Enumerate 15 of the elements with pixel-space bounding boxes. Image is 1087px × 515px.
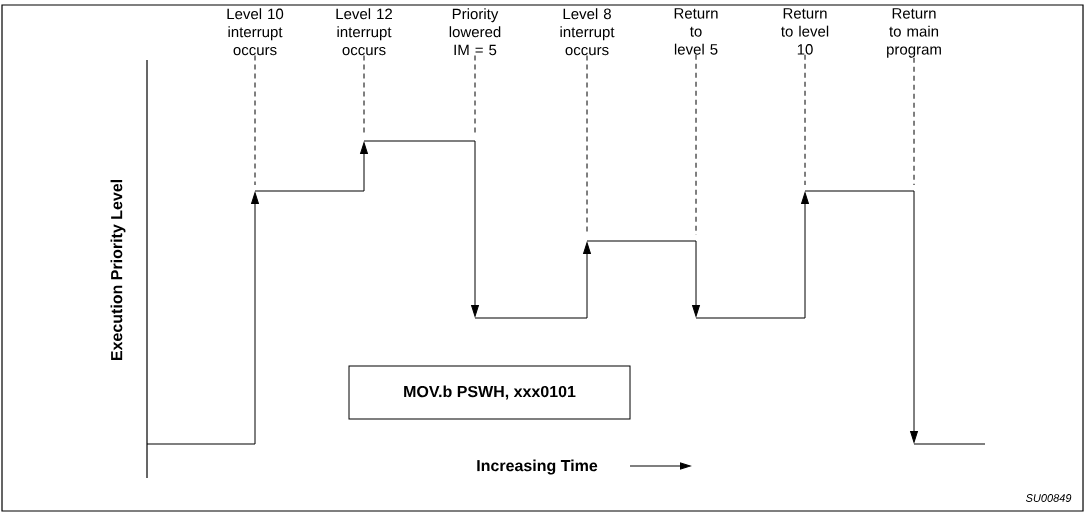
- leader-line: [695, 54, 697, 236]
- event-label: Priority lowered IM = 5: [449, 8, 501, 56]
- leader-line: [804, 54, 806, 186]
- event-label: Return to level 5: [674, 8, 718, 55]
- event-label: Level 12 interrupt occurs: [336, 8, 392, 56]
- figure-code: SU00849: [1025, 494, 1072, 502]
- event-label: Level 10 interrupt occurs: [227, 8, 284, 56]
- axis-title: Increasing Time: [477, 459, 598, 475]
- leader-line: [913, 57, 915, 186]
- event-label: Return to main program: [887, 8, 941, 58]
- event-label: Level 8 interrupt occurs: [560, 8, 615, 56]
- axis-title: Execution Priority Level: [110, 180, 126, 361]
- leader-line: [254, 54, 256, 186]
- event-label: Return to level 10: [781, 8, 829, 55]
- instruction-box: MOV.b PSWH, xxx0101: [348, 365, 631, 420]
